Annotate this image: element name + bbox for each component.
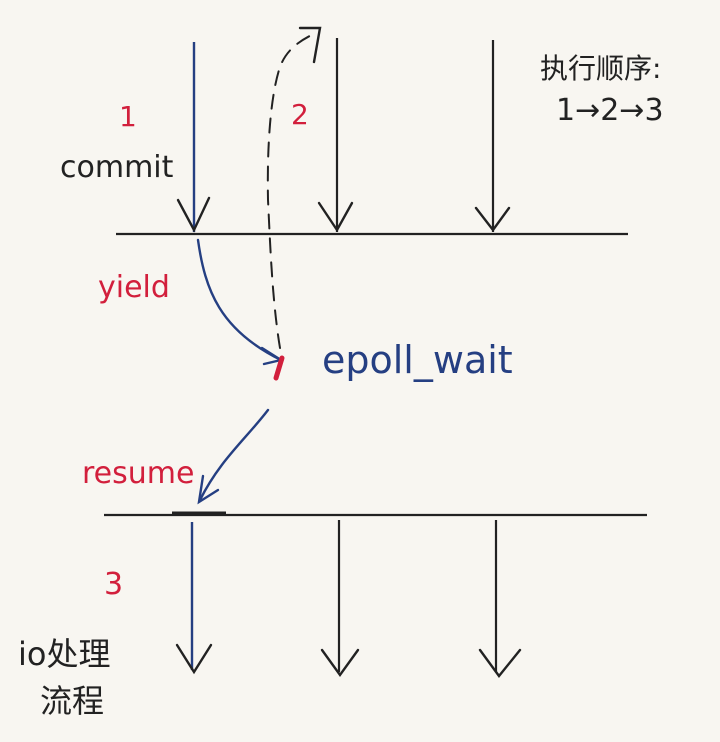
yield-arrow — [196, 238, 285, 381]
step-3-number: 3 — [104, 567, 123, 602]
top-arrow-2 — [317, 38, 354, 233]
top-arrow-3 — [474, 40, 511, 233]
order-title: 执行顺序: — [540, 52, 661, 85]
bottom-arrow-1 — [175, 522, 213, 675]
bottom-arrow-3 — [478, 520, 522, 678]
io-processing-label-line2: 流程 — [40, 682, 104, 720]
io-processing-label-line1: io处理 — [18, 635, 110, 673]
resume-label: resume — [82, 456, 194, 491]
step-2-number: 2 — [291, 98, 309, 131]
bottom-arrow-2 — [320, 520, 360, 678]
epoll-wait-label: epoll_wait — [322, 338, 513, 382]
top-arrow-1 — [176, 42, 211, 233]
resume-arrow — [197, 408, 270, 505]
yield-label: yield — [98, 270, 170, 305]
dashed-up-arrow — [266, 26, 322, 349]
step-1-number: 1 — [119, 100, 137, 133]
commit-label: commit — [60, 150, 174, 185]
order-sequence: 1→2→3 — [556, 93, 664, 128]
